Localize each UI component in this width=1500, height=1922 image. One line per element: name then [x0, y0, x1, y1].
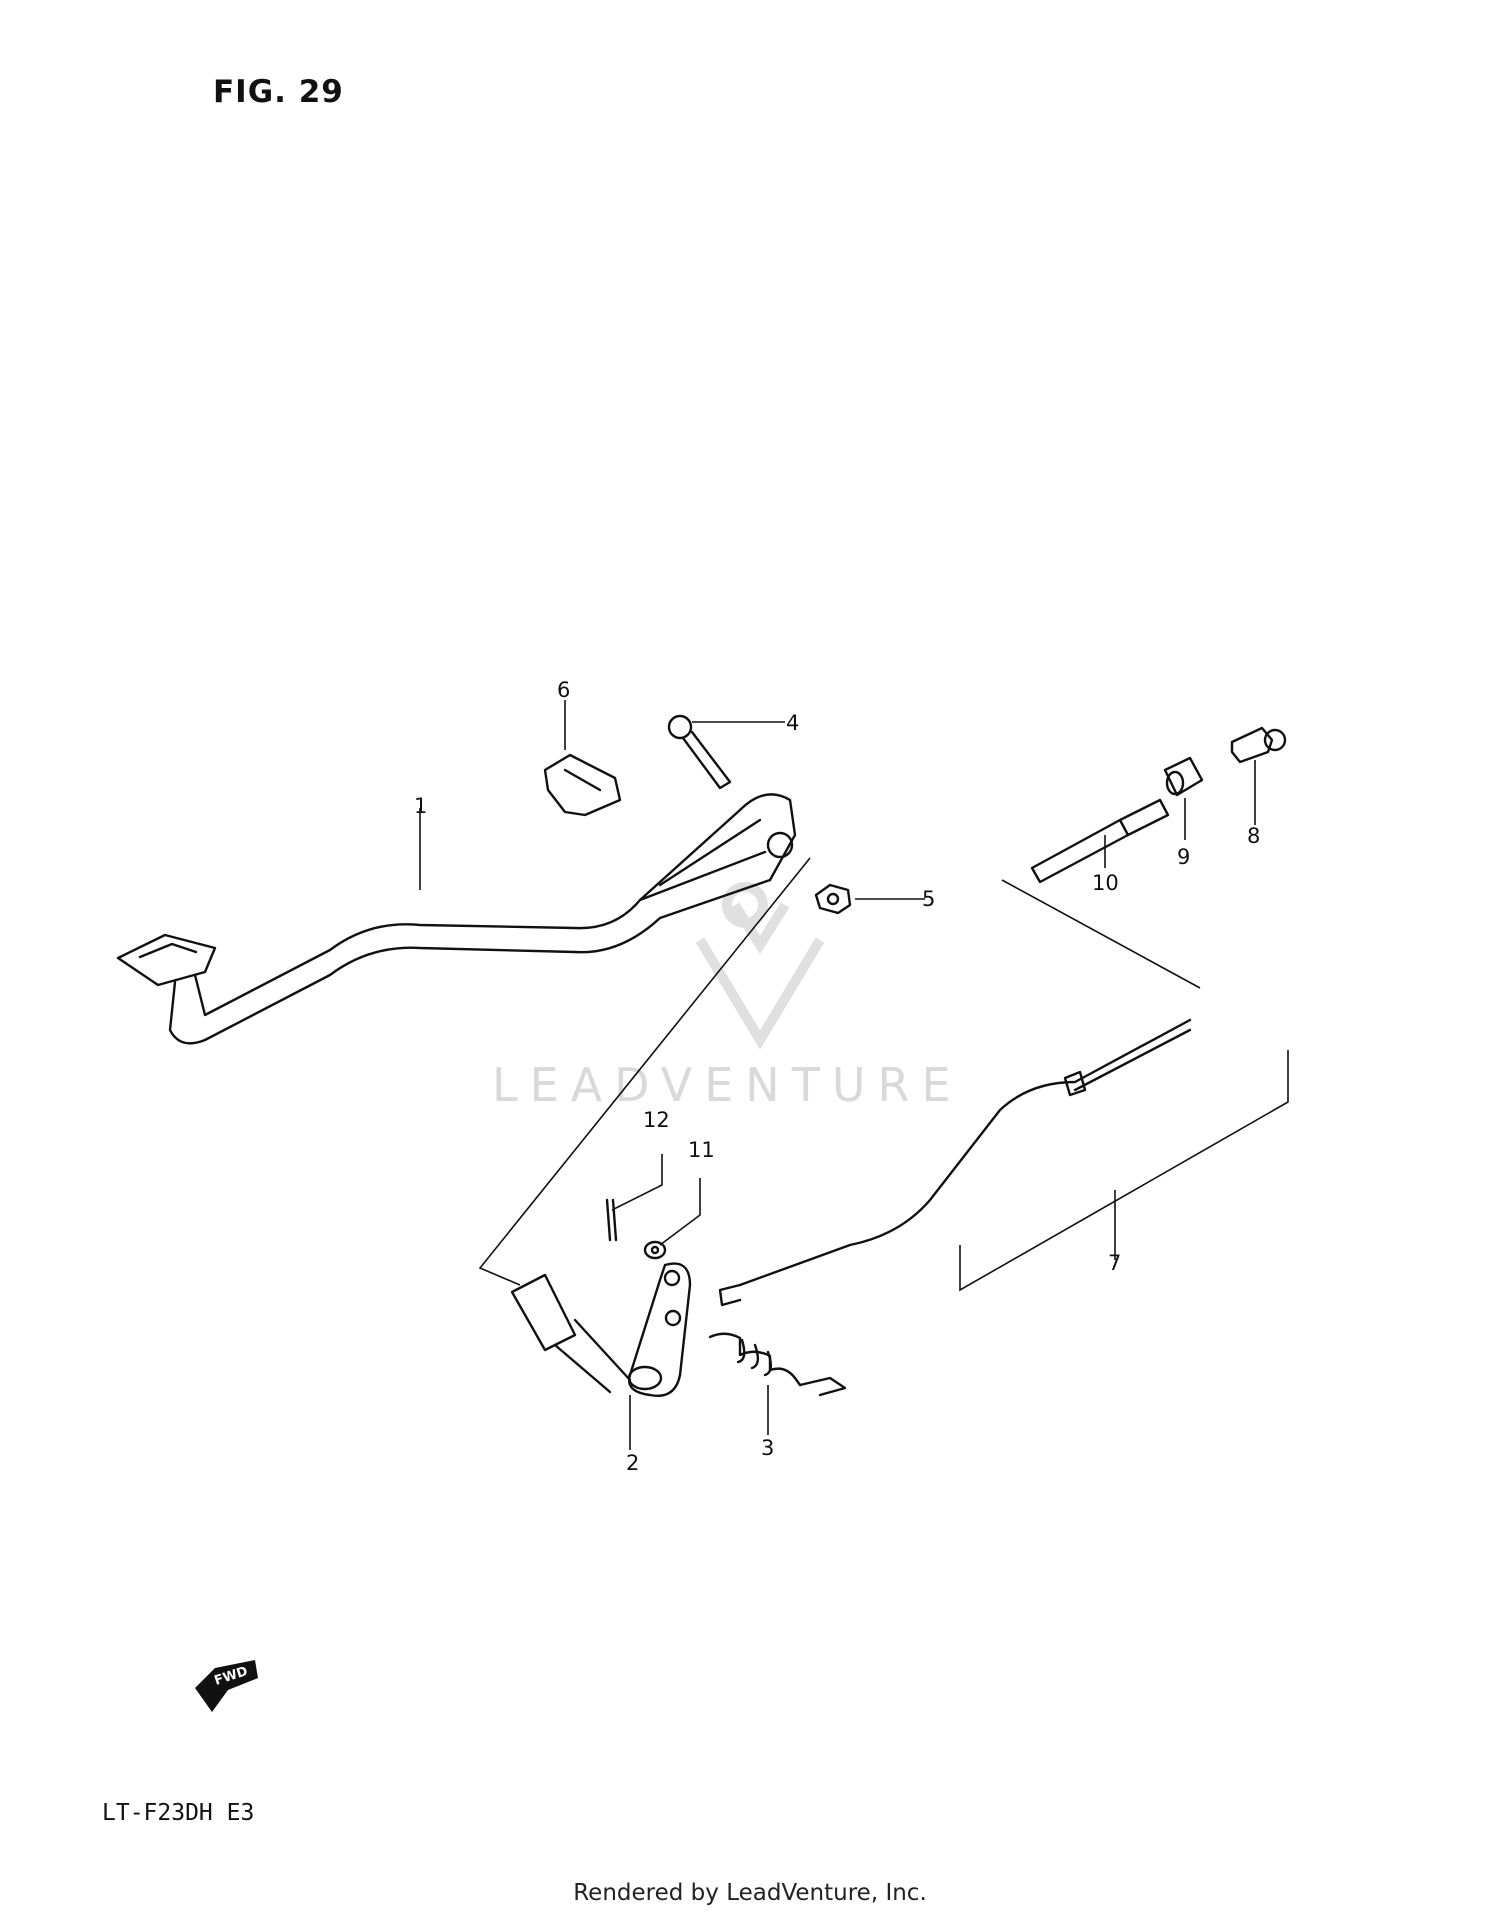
brake-lever-arm	[510, 1262, 692, 1397]
callout-3: 3	[761, 1436, 774, 1460]
leader-lines	[419, 700, 1289, 1450]
clamp-part	[543, 753, 622, 817]
callout-2: 2	[626, 1451, 639, 1475]
cotter-pin	[605, 1198, 618, 1242]
pedal-nut	[814, 883, 852, 915]
figure-title: FIG. 29	[213, 74, 344, 110]
footer-credit: Rendered by LeadVenture, Inc.	[573, 1880, 927, 1906]
washer	[643, 1240, 667, 1260]
fwd-arrow-icon: FWD	[195, 1660, 258, 1712]
callout-7: 7	[1108, 1251, 1121, 1275]
watermark-text: LEADVENTURE	[492, 1058, 963, 1112]
joint-pin	[1230, 726, 1287, 764]
watermark-logo-icon	[695, 882, 825, 1050]
callout-4: 4	[786, 711, 799, 735]
callout-11: 11	[688, 1138, 715, 1162]
brake-pedal	[116, 793, 797, 1045]
callout-6: 6	[557, 678, 570, 702]
callout-10: 10	[1092, 871, 1119, 895]
brake-rod	[718, 1018, 1192, 1307]
model-code: LT-F23DH E3	[102, 1800, 255, 1826]
callout-8: 8	[1247, 824, 1260, 848]
callout-12: 12	[643, 1108, 670, 1132]
callout-5: 5	[922, 887, 935, 911]
rod-adjuster	[1030, 798, 1170, 884]
return-spring	[708, 1332, 847, 1397]
callout-9: 9	[1177, 845, 1190, 869]
rod-joint	[1163, 756, 1204, 797]
pedal-bolt	[667, 714, 732, 790]
callout-1: 1	[414, 794, 427, 818]
